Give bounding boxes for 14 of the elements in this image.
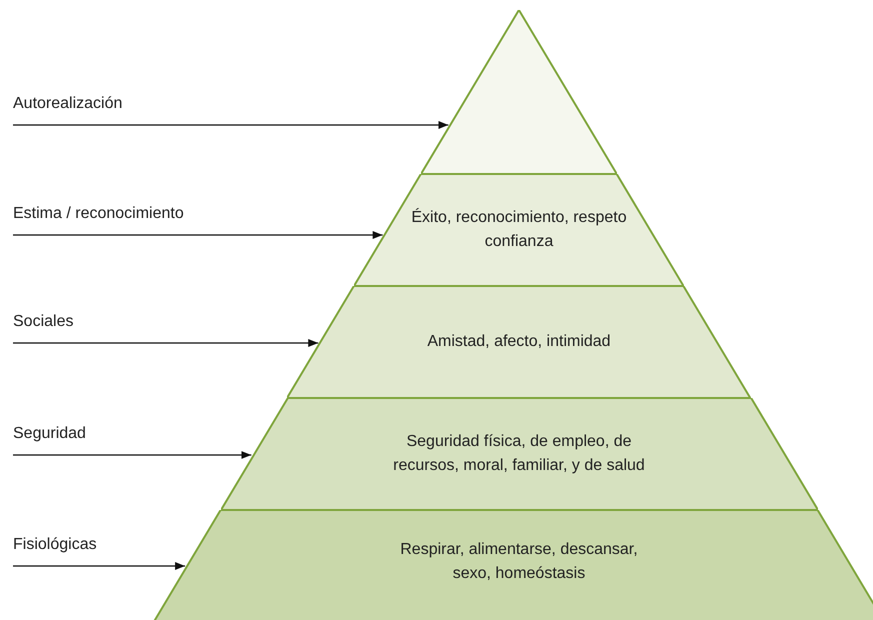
level-description: Seguridad física, de empleo, de recursos, moral, familiar, y de salud <box>392 432 646 476</box>
arrow <box>13 562 186 570</box>
arrow <box>13 231 383 239</box>
arrow <box>13 121 448 129</box>
level-description: Éxito, reconocimiento, respeto confianza <box>410 207 628 252</box>
level-label: Autorealización <box>13 94 122 114</box>
arrow <box>13 339 318 347</box>
level-description: Amistad, afecto, intimidad <box>426 332 612 352</box>
level-label: Estima / reconocimiento <box>13 204 184 224</box>
level-label: Fisiológicas <box>13 535 97 555</box>
level-label: Sociales <box>13 312 74 332</box>
level-label: Seguridad <box>13 424 86 444</box>
arrow <box>13 451 252 459</box>
level-description: Respirar, alimentarse, descansar, sexo, homeóstasis <box>399 540 639 584</box>
